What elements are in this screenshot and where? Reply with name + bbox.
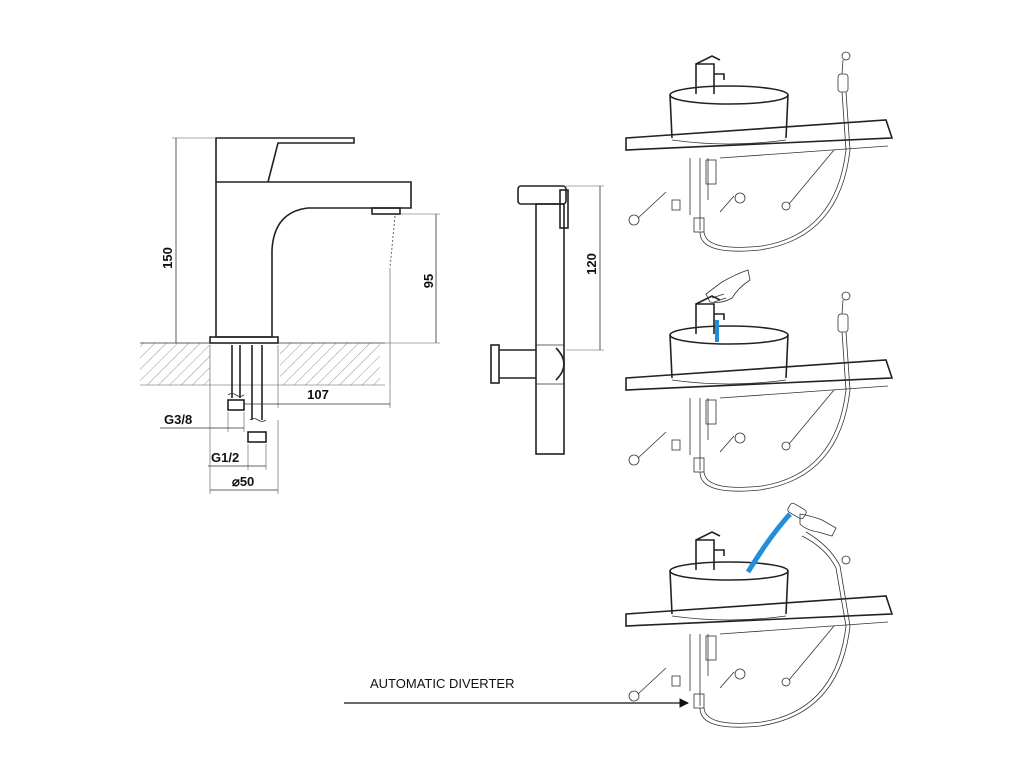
hand-icon [705,269,751,303]
bidet-shower-side-view: 120 [490,185,604,455]
countertop-section [140,342,385,386]
dim-shower-height: 120 [584,253,599,275]
dimension-g12: G1/2 [208,444,267,470]
dim-diameter: ⌀50 [232,474,254,489]
installation-scene-3 [625,502,894,728]
faucet-side-icon [209,137,412,443]
diverter-annotation: AUTOMATIC DIVERTER [344,676,689,708]
dim-spout-reach: 107 [307,387,329,402]
dim-height-total: 150 [160,247,175,269]
dimension-d50: ⌀50 [209,345,279,494]
basin-installation-icon [625,291,894,492]
dimension-107: 107 [244,268,391,408]
dim-spout-height: 95 [421,274,436,288]
dim-g38: G3/8 [164,412,192,427]
diverter-label: AUTOMATIC DIVERTER [370,676,514,691]
bidet-shower-side-icon [490,185,569,455]
hand-icon [787,502,837,537]
installation-scene-1 [625,51,894,252]
dimension-120: 120 [566,185,604,351]
water-jet-icon [745,512,792,574]
dim-g12: G1/2 [211,450,239,465]
dimension-g38: G3/8 [160,412,245,432]
installation-scene-2 [625,269,894,492]
basin-installation-icon [625,531,894,728]
dimension-150: 150 [160,137,216,344]
basin-installation-icon [625,51,894,252]
faucet-side-view: 150 95 107 G3/8 G1/2 [140,137,440,494]
dimension-95: 95 [385,213,440,344]
